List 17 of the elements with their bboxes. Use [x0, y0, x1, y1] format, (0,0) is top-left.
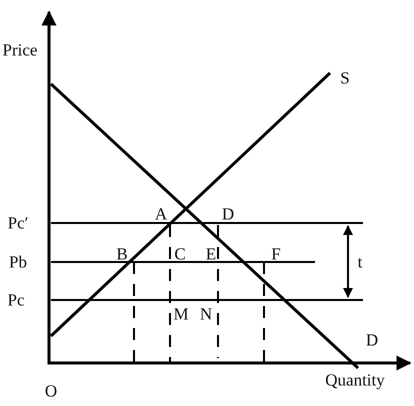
tax-label: t	[358, 254, 362, 270]
point-label: M	[173, 306, 189, 322]
price-label: Pc	[8, 292, 24, 308]
point-label: C	[174, 246, 186, 262]
price-label: Pb	[9, 254, 27, 270]
point-label: A	[154, 206, 168, 222]
point-label: B	[116, 246, 128, 262]
price-label: Pc′	[8, 214, 28, 232]
curve-label: S	[340, 70, 350, 86]
point-label: F	[271, 246, 281, 262]
point-label: N	[200, 306, 212, 322]
axis-label: Quantity	[325, 372, 385, 388]
axis-label: Price	[2, 42, 38, 58]
point-label: E	[206, 246, 216, 262]
point-label: D	[222, 206, 234, 222]
origin-label: O	[44, 382, 58, 400]
curve-label: D	[366, 332, 378, 348]
